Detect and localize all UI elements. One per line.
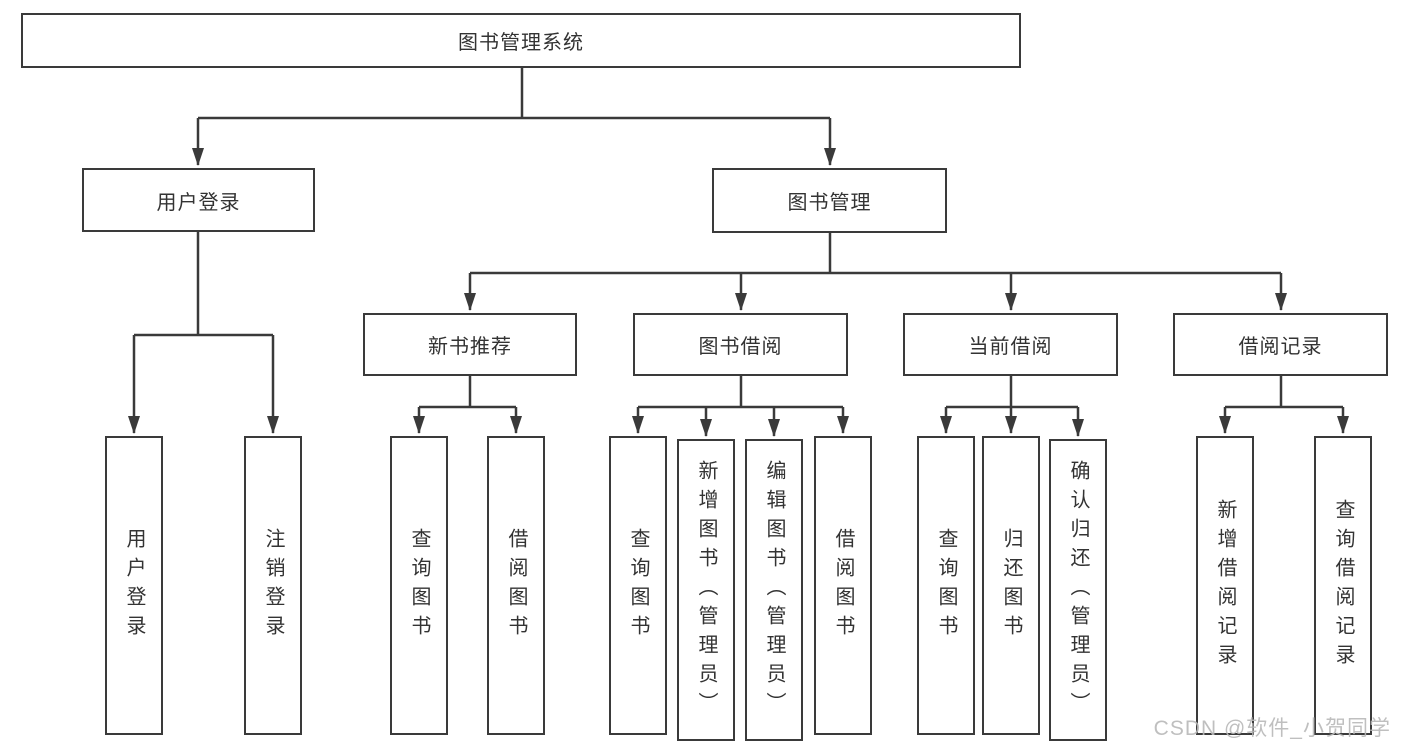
node-new-book-recommend-label: 新书推荐: [428, 336, 512, 358]
leaf-confirm-return-admin-label: 确认归还（管理员）: [1067, 459, 1089, 721]
leaf-add-borrow-record: 新增借阅记录: [1196, 436, 1254, 735]
watermark: CSDN @软件_小贺同学: [1153, 717, 1391, 740]
node-current-borrow: 当前借阅: [903, 313, 1118, 376]
leaf-add-borrow-record-label: 新增借阅记录: [1214, 498, 1236, 673]
node-new-book-recommend: 新书推荐: [363, 313, 577, 376]
node-root-label: 图书管理系统: [458, 32, 584, 54]
leaf-query-book-current: 查询图书: [917, 436, 975, 735]
node-book-management: 图书管理: [712, 168, 947, 233]
leaf-user-login: 用户登录: [105, 436, 163, 735]
connector-arrows: [128, 118, 1349, 437]
node-borrow-record: 借阅记录: [1173, 313, 1388, 376]
leaf-add-book-admin: 新增图书（管理员）: [677, 439, 735, 741]
leaf-add-book-admin-label: 新增图书（管理员）: [695, 459, 717, 721]
leaf-borrow-book: 借阅图书: [814, 436, 872, 735]
leaf-logout-login-label: 注销登录: [262, 527, 284, 644]
leaf-confirm-return-admin: 确认归还（管理员）: [1049, 439, 1107, 741]
node-user-login: 用户登录: [82, 168, 315, 232]
leaf-edit-book-admin-label: 编辑图书（管理员）: [763, 459, 785, 721]
leaf-borrow-book-recommend: 借阅图书: [487, 436, 545, 735]
node-current-borrow-label: 当前借阅: [968, 336, 1053, 358]
leaf-edit-book-admin: 编辑图书（管理员）: [745, 439, 803, 741]
leaf-query-book-recommend-label: 查询图书: [408, 527, 430, 644]
leaf-logout-login: 注销登录: [244, 436, 302, 735]
leaf-query-book-current-label: 查询图书: [935, 527, 957, 644]
node-root: 图书管理系统: [21, 13, 1021, 68]
leaf-return-book: 归还图书: [982, 436, 1040, 735]
node-borrow-record-label: 借阅记录: [1238, 336, 1323, 358]
leaf-query-book-borrow: 查询图书: [609, 436, 667, 735]
leaf-query-book-recommend: 查询图书: [390, 436, 448, 735]
leaf-query-book-borrow-label: 查询图书: [627, 527, 649, 644]
leaf-user-login-label: 用户登录: [123, 527, 145, 644]
node-book-borrow: 图书借阅: [633, 313, 848, 376]
leaf-borrow-book-recommend-label: 借阅图书: [505, 527, 527, 644]
node-book-management-label: 图书管理: [787, 192, 872, 214]
leaf-query-borrow-record-label: 查询借阅记录: [1332, 498, 1354, 673]
leaf-query-borrow-record: 查询借阅记录: [1314, 436, 1372, 735]
node-book-borrow-label: 图书借阅: [698, 336, 783, 358]
node-user-login-label: 用户登录: [156, 191, 241, 214]
leaf-return-book-label: 归还图书: [1000, 527, 1022, 644]
leaf-borrow-book-label: 借阅图书: [832, 527, 854, 644]
